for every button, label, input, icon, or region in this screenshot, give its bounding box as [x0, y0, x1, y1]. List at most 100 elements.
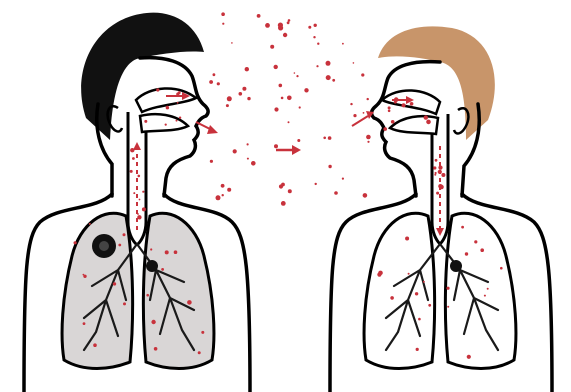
droplet [288, 189, 292, 193]
exhale-arrowhead-icon [207, 125, 218, 134]
droplet [313, 36, 315, 38]
droplet [227, 96, 232, 101]
droplet [221, 184, 225, 188]
droplet [317, 43, 319, 45]
droplet [438, 184, 442, 188]
droplet [296, 75, 298, 77]
droplet [217, 82, 220, 85]
droplet [308, 26, 311, 29]
droplet [179, 117, 181, 119]
droplet [161, 268, 164, 271]
droplet [353, 62, 355, 64]
droplet [89, 223, 91, 225]
droplet [198, 351, 201, 354]
droplet [435, 159, 438, 162]
droplet [353, 114, 356, 117]
exposed-person [330, 26, 552, 392]
droplet [299, 106, 301, 108]
infected-person-torso-outline [24, 194, 250, 392]
droplet [210, 160, 213, 163]
droplet [251, 161, 256, 166]
droplet [247, 143, 249, 145]
droplet [408, 273, 410, 275]
droplet [274, 107, 278, 111]
droplet [150, 248, 152, 250]
droplet [367, 141, 369, 143]
droplet [415, 292, 418, 295]
droplet [288, 121, 290, 123]
droplet [405, 237, 409, 241]
droplet [279, 84, 283, 88]
droplet [222, 194, 224, 196]
droplet [487, 288, 489, 290]
droplet [500, 267, 503, 270]
droplet [438, 166, 442, 170]
droplet [133, 192, 135, 194]
droplet [461, 226, 464, 229]
droplet [467, 355, 471, 359]
droplet [278, 23, 283, 28]
droplet [424, 115, 428, 119]
droplet [137, 213, 139, 215]
droplet [323, 137, 326, 140]
droplet [332, 79, 335, 82]
droplet [435, 172, 437, 174]
droplet [130, 170, 133, 173]
droplet [233, 149, 237, 153]
exposed-person-pharynx [390, 116, 438, 134]
inhale-arrow-icon [352, 116, 368, 126]
droplet [83, 322, 86, 325]
droplet [328, 165, 331, 168]
droplet [138, 175, 141, 178]
droplet [390, 296, 394, 300]
droplet [132, 157, 135, 160]
droplet [350, 103, 352, 105]
droplet [288, 19, 291, 22]
droplet [394, 97, 399, 102]
droplet [428, 304, 431, 307]
droplet [177, 102, 179, 104]
droplet [297, 139, 300, 142]
droplet [146, 294, 149, 297]
exposed-person-left-lung [364, 213, 435, 368]
droplet [447, 306, 449, 308]
droplet [274, 65, 278, 69]
droplet [426, 120, 431, 125]
droplet [366, 135, 371, 140]
droplet [274, 144, 278, 148]
exhale-arrowhead-icon [133, 142, 141, 150]
droplet [283, 33, 287, 37]
droplet [154, 347, 158, 351]
droplet [326, 75, 331, 80]
droplet [247, 158, 249, 160]
droplet [367, 98, 369, 100]
droplet [74, 241, 77, 244]
droplet [438, 170, 442, 174]
droplet [281, 97, 284, 100]
droplet [123, 233, 126, 236]
droplet [130, 148, 134, 152]
droplet [123, 302, 126, 305]
droplet [484, 295, 486, 297]
droplet [231, 42, 233, 44]
droplet [118, 244, 121, 247]
droplet [279, 184, 283, 188]
droplet [209, 80, 213, 84]
droplet [446, 287, 449, 290]
droplet [474, 240, 477, 243]
droplet [226, 104, 229, 107]
droplet [242, 87, 246, 91]
droplet [328, 136, 332, 140]
droplet [418, 318, 421, 321]
exposed-person-torso-outline [330, 194, 552, 392]
droplet [287, 96, 292, 101]
droplet [363, 112, 365, 114]
droplet [83, 274, 85, 276]
droplet [239, 92, 243, 96]
infected-person-right-lung [143, 213, 214, 368]
droplet [383, 127, 387, 131]
droplet [363, 193, 368, 198]
droplet [465, 252, 468, 255]
droplet [287, 21, 290, 24]
